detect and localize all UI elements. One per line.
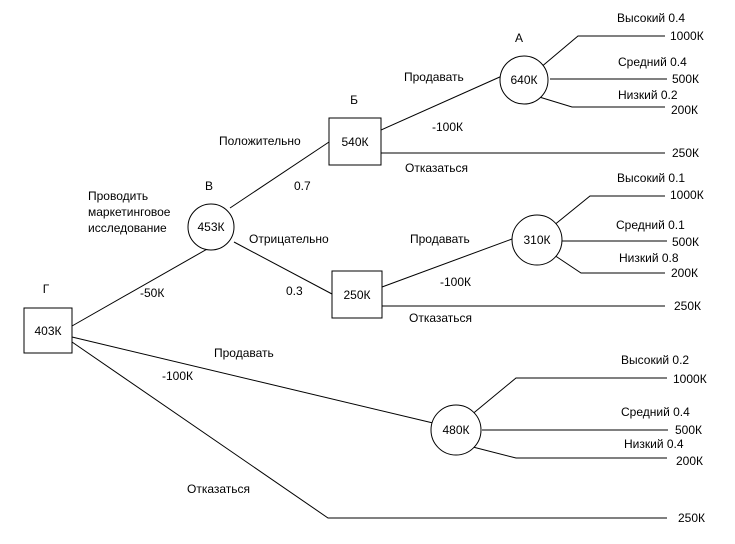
label-neg-sell-cost: -100К <box>440 275 471 289</box>
outcome-n-high-label: Высокий 0.1 <box>617 171 685 185</box>
label-research-line2: маркетинговое <box>88 205 171 219</box>
outcome-n-refuse-value: 250К <box>674 299 701 313</box>
edge-a-low <box>535 95 665 108</box>
label-research-line3: исследование <box>88 221 167 235</box>
node-g-value: 403К <box>34 324 61 338</box>
edge-d-low <box>468 445 667 459</box>
node-a-value: 640К <box>510 73 537 87</box>
label-b-refuse: Отказаться <box>405 161 468 175</box>
outcome-d-low-label: Низкий 0.4 <box>624 437 684 451</box>
label-g-sell: Продавать <box>214 346 274 360</box>
outcome-b-refuse-value: 250К <box>672 146 699 160</box>
label-neg-refuse: Отказаться <box>409 311 472 325</box>
edge-n-low <box>553 254 665 274</box>
label-research-line1: Проводить <box>88 189 148 203</box>
edge-g-to-direct-sell <box>71 336 434 424</box>
node-v: 453К В <box>187 179 235 251</box>
label-negative: Отрицательно <box>249 232 329 246</box>
outcome-n-mid-label: Средний 0.1 <box>616 218 685 232</box>
edge-g-to-v <box>71 243 217 327</box>
node-a-letter: А <box>515 31 523 45</box>
node-negative-value: 250К <box>343 288 370 302</box>
label-b-sell-cost: -100К <box>432 120 463 134</box>
node-a: 640К А <box>499 31 549 105</box>
edge-d-high <box>469 377 667 417</box>
node-negative-sell: 310К <box>511 214 563 266</box>
node-b-letter: Б <box>350 93 358 107</box>
label-positive-prob: 0.7 <box>294 179 311 193</box>
outcome-a-mid-label: Средний 0.4 <box>618 55 687 69</box>
outcome-g-refuse-value: 250К <box>678 511 705 525</box>
node-v-letter: В <box>205 179 213 193</box>
node-negative-sell-value: 310К <box>523 233 550 247</box>
edge-b-to-a <box>380 75 503 131</box>
label-g-refuse: Отказаться <box>187 482 250 496</box>
edge-v-to-b <box>229 141 330 209</box>
outcome-a-mid-value: 500К <box>672 72 699 86</box>
outcome-labels: Высокий 0.4 1000К Средний 0.4 500К Низки… <box>616 11 707 525</box>
node-g-letter: Г <box>43 282 50 296</box>
outcome-a-low-value: 200К <box>671 103 698 117</box>
label-g-sell-cost: -100К <box>162 369 193 383</box>
outcome-d-mid-label: Средний 0.4 <box>621 405 690 419</box>
edges <box>71 35 668 519</box>
outcome-d-mid-value: 500К <box>675 423 702 437</box>
outcome-a-high-value: 1000К <box>670 29 704 43</box>
label-negative-prob: 0.3 <box>286 284 303 298</box>
node-v-value: 453К <box>197 220 224 234</box>
node-b-value: 540К <box>341 135 368 149</box>
node-b: 540К Б <box>328 93 382 166</box>
label-neg-sell: Продавать <box>410 232 470 246</box>
node-negative: 250К <box>331 270 383 319</box>
edge-neg-to-sell <box>381 238 513 288</box>
node-direct-sell-value: 480К <box>442 423 469 437</box>
outcome-n-high-value: 1000К <box>670 188 704 202</box>
label-research-cost: -50К <box>140 286 164 300</box>
nodes: 403К Г 453К В 540К Б 640К А 250К 310К <box>23 31 563 456</box>
edge-v-to-neg <box>233 241 333 295</box>
label-b-sell: Продавать <box>404 70 464 84</box>
edge-labels: Проводить маркетинговое исследование -50… <box>88 70 472 496</box>
outcome-n-low-value: 200К <box>671 266 698 280</box>
outcome-a-high-label: Высокий 0.4 <box>617 11 685 25</box>
outcome-n-low-label: Низкий 0.8 <box>619 251 679 265</box>
node-direct-sell: 480К <box>430 404 482 456</box>
outcome-n-mid-value: 500К <box>672 235 699 249</box>
edge-n-high <box>552 195 665 227</box>
edge-a-high <box>539 35 665 69</box>
edge-g-refuse <box>71 341 667 519</box>
node-g: 403К Г <box>23 282 73 354</box>
outcome-d-high-label: Высокий 0.2 <box>621 353 689 367</box>
outcome-a-low-label: Низкий 0.2 <box>618 88 678 102</box>
label-positive: Положительно <box>219 134 301 148</box>
outcome-d-low-value: 200К <box>676 454 703 468</box>
outcome-d-high-value: 1000К <box>673 372 707 386</box>
label-research: Проводить маркетинговое исследование <box>88 189 174 235</box>
